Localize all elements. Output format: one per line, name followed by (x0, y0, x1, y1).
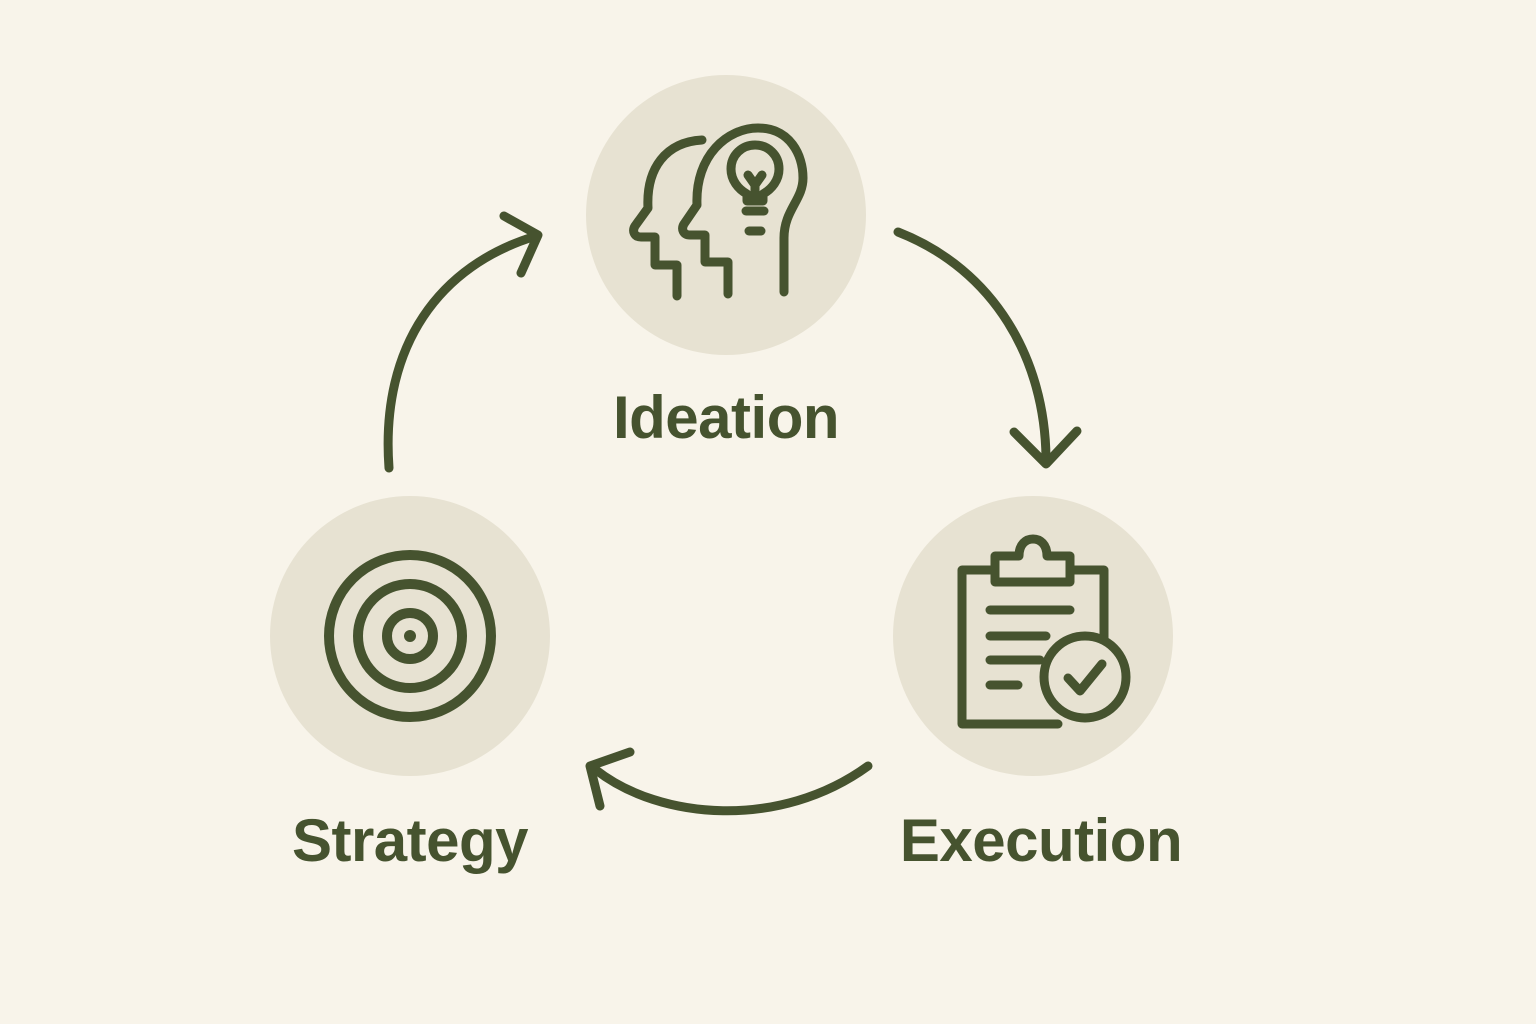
strategy-label: Strategy (292, 807, 529, 874)
arrowhead-execution (1009, 426, 1082, 469)
clipboard-check-icon (957, 534, 1131, 729)
arrow-ideation-to-execution (893, 227, 1051, 463)
heads-lightbulb-icon (629, 123, 808, 301)
arrowhead-ideation (499, 211, 543, 278)
arrow-execution-to-strategy (591, 761, 873, 816)
ideation-circle (586, 75, 866, 355)
ideation-label: Ideation (613, 384, 839, 451)
arrow-strategy-to-ideation (383, 231, 541, 473)
cycle-arrows (383, 211, 1082, 816)
target-icon (324, 550, 496, 722)
execution-label: Execution (900, 807, 1182, 874)
arrowhead-strategy (585, 747, 635, 811)
